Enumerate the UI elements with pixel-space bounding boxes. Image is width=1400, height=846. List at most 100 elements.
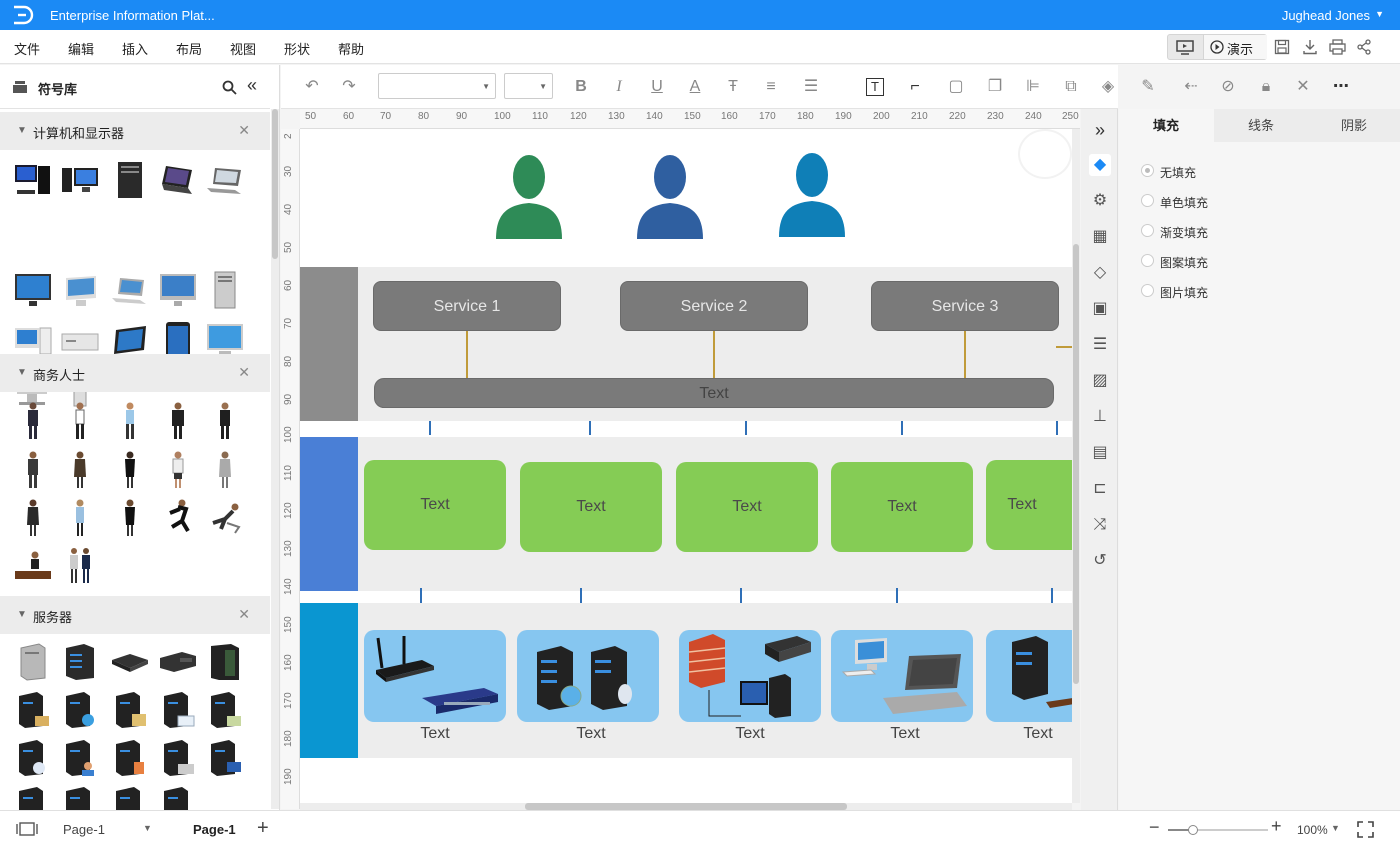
businesswoman-symbol[interactable] bbox=[110, 497, 150, 537]
businessman-symbol[interactable] bbox=[158, 400, 198, 440]
businesswoman-symbol[interactable] bbox=[60, 449, 100, 489]
style-settings-icon[interactable]: ⚙ bbox=[1092, 192, 1108, 209]
chevron-down-icon[interactable]: ▼ bbox=[1331, 823, 1340, 833]
rack-server-symbol[interactable] bbox=[60, 785, 100, 810]
font-family-select[interactable]: ▼ bbox=[378, 73, 496, 99]
device-label[interactable]: Text bbox=[420, 725, 450, 742]
web-server-symbol[interactable] bbox=[60, 690, 100, 730]
businessman-symbol[interactable] bbox=[205, 400, 245, 440]
shuffle-icon[interactable]: ⤨ bbox=[1093, 516, 1107, 533]
device-label[interactable]: Text bbox=[576, 725, 606, 742]
person-icon[interactable] bbox=[777, 151, 847, 239]
text-style-icon[interactable]: Ŧ bbox=[728, 78, 738, 95]
person-icon[interactable] bbox=[494, 153, 564, 241]
user-server-symbol[interactable] bbox=[60, 738, 100, 778]
radio-no-fill[interactable] bbox=[1141, 164, 1154, 177]
database-server-symbol[interactable] bbox=[13, 738, 53, 778]
document-title[interactable]: Enterprise Information Plat... bbox=[50, 8, 215, 23]
menu-layout[interactable]: 布局 bbox=[176, 42, 203, 57]
italic-icon[interactable]: I bbox=[616, 78, 622, 95]
zoom-slider[interactable] bbox=[1168, 825, 1268, 835]
close-icon[interactable]: ✕ bbox=[238, 122, 250, 138]
fill-icon[interactable]: ◆ bbox=[1089, 154, 1111, 176]
rack-server-symbol[interactable] bbox=[110, 785, 150, 810]
shape-style-icon[interactable]: ▢ bbox=[948, 78, 964, 95]
money-server-symbol[interactable] bbox=[205, 690, 245, 730]
monitor-server-symbol[interactable] bbox=[205, 738, 245, 778]
server-box[interactable] bbox=[986, 630, 1072, 722]
scrollbar-thumb[interactable] bbox=[272, 109, 278, 259]
application-box[interactable]: Text bbox=[831, 462, 973, 552]
layers-icon[interactable]: ◇ bbox=[1093, 264, 1107, 281]
device-label[interactable]: Text bbox=[890, 725, 920, 742]
fill-bucket-icon[interactable]: ◈ bbox=[1101, 78, 1115, 95]
fullscreen-icon[interactable] bbox=[1357, 821, 1374, 838]
person-icon[interactable] bbox=[635, 153, 705, 241]
line-style-icon[interactable]: ⇠ bbox=[1184, 78, 1198, 95]
mail-server-symbol[interactable] bbox=[158, 690, 198, 730]
image-icon[interactable]: ▨ bbox=[1092, 372, 1108, 389]
connector-icon[interactable]: ⌐ bbox=[910, 78, 920, 95]
rack-server-symbol[interactable] bbox=[13, 785, 53, 810]
firewall-box[interactable] bbox=[679, 630, 821, 722]
businesswoman-symbol[interactable] bbox=[158, 449, 198, 489]
cabinet-server-symbol[interactable] bbox=[205, 642, 245, 682]
text-box-icon[interactable]: T bbox=[866, 78, 884, 96]
desktop-pc-symbol[interactable] bbox=[13, 160, 53, 200]
present-button[interactable]: 演示 bbox=[1203, 35, 1267, 59]
slides-icon[interactable]: ▣ bbox=[1092, 300, 1108, 317]
laptop-symbol[interactable] bbox=[158, 160, 198, 200]
align-icon[interactable]: ≡ bbox=[766, 78, 776, 95]
history-icon[interactable]: ↺ bbox=[1093, 552, 1107, 569]
collapse-panel-icon[interactable]: « bbox=[247, 75, 258, 95]
scrollbar-thumb[interactable] bbox=[1073, 244, 1079, 684]
rack-server-symbol[interactable] bbox=[60, 642, 100, 682]
chevron-down-icon[interactable]: ▼ bbox=[1375, 9, 1384, 19]
relaxing-man-symbol[interactable] bbox=[205, 497, 245, 537]
menu-file[interactable]: 文件 bbox=[14, 42, 41, 57]
integration-bar[interactable]: Text bbox=[374, 378, 1054, 408]
page-tab[interactable]: Page-1 bbox=[178, 815, 244, 843]
running-man-symbol[interactable] bbox=[158, 497, 198, 537]
canvas-horizontal-scrollbar[interactable] bbox=[300, 803, 1072, 810]
menu-insert[interactable]: 插入 bbox=[122, 42, 149, 57]
application-box[interactable]: Text bbox=[676, 462, 818, 552]
canvas-vertical-scrollbar[interactable] bbox=[1072, 129, 1080, 803]
ftp-server-symbol[interactable] bbox=[110, 690, 150, 730]
tab-line[interactable]: 线条 bbox=[1214, 109, 1308, 142]
device-label[interactable]: Text bbox=[1023, 725, 1053, 742]
font-color-icon[interactable]: A bbox=[689, 78, 701, 95]
menu-view[interactable]: 视图 bbox=[230, 42, 257, 57]
application-box[interactable]: Text bbox=[986, 460, 1072, 550]
edit-icon[interactable]: ⊘ bbox=[1221, 78, 1235, 95]
page-list-icon[interactable] bbox=[16, 822, 38, 836]
zoom-in-icon[interactable]: + bbox=[1271, 816, 1282, 836]
businesswoman-symbol[interactable] bbox=[205, 449, 245, 489]
print-icon[interactable] bbox=[1329, 39, 1346, 55]
service-box[interactable]: Service 3 bbox=[871, 281, 1059, 331]
phone-symbol[interactable] bbox=[158, 320, 198, 360]
redo-icon[interactable]: ↷ bbox=[342, 78, 356, 95]
service-box[interactable]: Service 1 bbox=[373, 281, 561, 331]
application-box[interactable]: Text bbox=[520, 462, 662, 552]
businesswoman-symbol[interactable] bbox=[60, 497, 100, 537]
radio-solid-fill[interactable] bbox=[1141, 194, 1154, 207]
file-server-symbol[interactable] bbox=[13, 690, 53, 730]
radio-gradient-fill[interactable] bbox=[1141, 224, 1154, 237]
underline-icon[interactable]: U bbox=[651, 78, 663, 95]
mac-mini-symbol[interactable] bbox=[60, 320, 100, 360]
org-chart-icon[interactable]: ⊥ bbox=[1093, 408, 1107, 425]
category-servers[interactable]: ▼ 服务器 ✕ bbox=[0, 596, 270, 634]
search-icon[interactable] bbox=[222, 80, 237, 95]
category-business-people[interactable]: ▼ 商务人士 ✕ bbox=[0, 354, 270, 392]
library-scrollbar[interactable] bbox=[271, 109, 279, 809]
lane-header-applications[interactable] bbox=[300, 437, 358, 591]
database-icon[interactable]: ☰ bbox=[1092, 336, 1108, 353]
menu-help[interactable]: 帮助 bbox=[338, 42, 365, 57]
zoom-level[interactable]: 100% bbox=[1297, 823, 1328, 837]
diagram-canvas[interactable]: Service 1 Service 2 Service 3 Text Text … bbox=[300, 129, 1072, 803]
zoom-out-icon[interactable]: − bbox=[1149, 817, 1160, 837]
scrollbar-thumb[interactable] bbox=[525, 803, 847, 810]
grid-icon[interactable]: ▦ bbox=[1092, 228, 1108, 245]
expand-panel-icon[interactable]: » bbox=[1094, 120, 1105, 140]
